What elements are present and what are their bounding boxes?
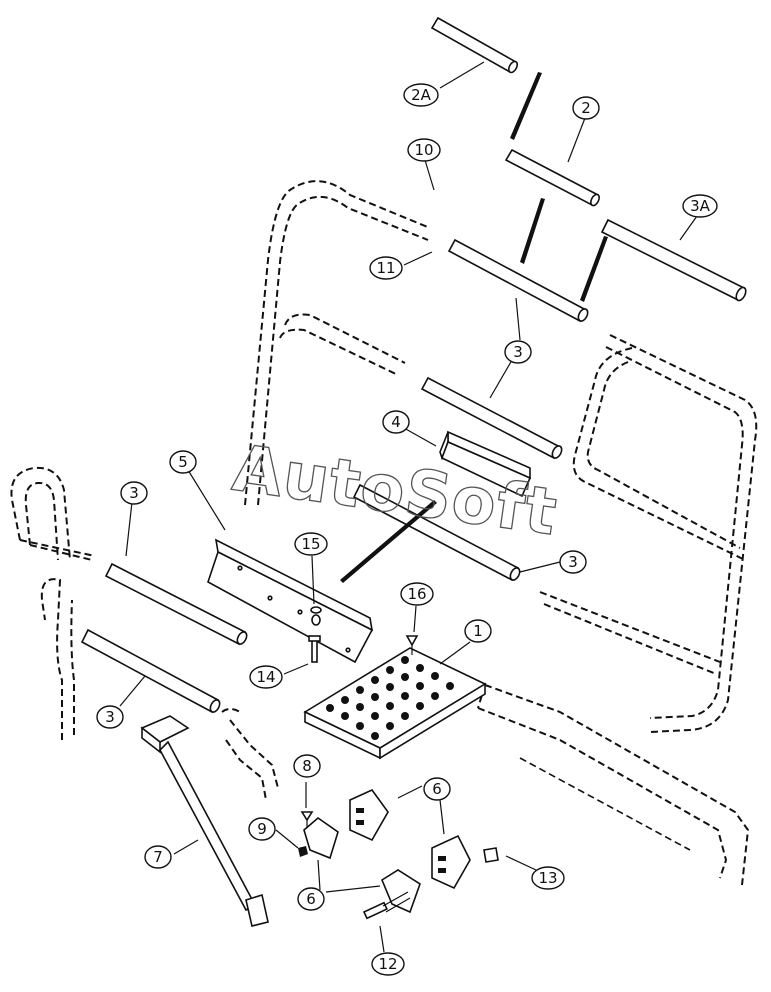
channel-5 bbox=[207, 538, 374, 664]
side-channel-outline bbox=[477, 684, 750, 886]
nut-13 bbox=[483, 847, 499, 863]
svg-text:7: 7 bbox=[153, 848, 163, 866]
callout-4: 4 bbox=[382, 410, 410, 434]
tube-3-middle bbox=[420, 376, 563, 460]
callout-10: 10 bbox=[407, 138, 441, 162]
left-handrail-outline bbox=[10, 466, 96, 740]
watermark-text: AutoSoft bbox=[228, 432, 561, 551]
tube-2 bbox=[504, 148, 600, 207]
svg-text:3A: 3A bbox=[690, 197, 711, 215]
callout-6-upper: 6 bbox=[423, 777, 451, 801]
bracket-6-c bbox=[431, 834, 471, 890]
callout-5: 5 bbox=[169, 450, 197, 474]
callout-3A: 3A bbox=[682, 194, 718, 218]
svg-text:4: 4 bbox=[391, 413, 401, 431]
tube-3A bbox=[600, 218, 747, 302]
callout-2A: 2A bbox=[403, 83, 439, 107]
tube-3-upper bbox=[447, 238, 589, 323]
leader-lines bbox=[119, 61, 698, 953]
callout-3-upper: 3 bbox=[504, 340, 532, 364]
callout-1: 1 bbox=[464, 619, 492, 643]
callout-16: 16 bbox=[400, 582, 434, 606]
callout-12: 12 bbox=[371, 952, 405, 976]
svg-text:10: 10 bbox=[414, 141, 433, 159]
callout-3-left-upper: 3 bbox=[120, 481, 148, 505]
svg-text:1: 1 bbox=[473, 622, 483, 640]
callout-11: 11 bbox=[369, 256, 403, 280]
screw-8 bbox=[300, 811, 314, 828]
callout-9: 9 bbox=[248, 817, 276, 841]
callout-2: 2 bbox=[572, 96, 600, 120]
callout-13: 13 bbox=[531, 866, 565, 890]
step-plate-1 bbox=[303, 647, 487, 760]
svg-text:12: 12 bbox=[378, 955, 397, 973]
callout-3-lower-right: 3 bbox=[559, 550, 587, 574]
svg-text:5: 5 bbox=[178, 453, 188, 471]
callout-7: 7 bbox=[144, 845, 172, 869]
roll-pins bbox=[340, 72, 608, 583]
svg-text:14: 14 bbox=[256, 668, 275, 686]
svg-text:9: 9 bbox=[257, 820, 267, 838]
center-handrail-outline bbox=[221, 180, 431, 801]
svg-text:3: 3 bbox=[129, 484, 139, 502]
bracket-4 bbox=[439, 430, 532, 498]
svg-text:15: 15 bbox=[301, 535, 320, 553]
nut-9 bbox=[298, 846, 308, 857]
tube-3-lower-right bbox=[352, 483, 521, 582]
right-handrail-outline bbox=[539, 334, 758, 733]
bracket-6-d bbox=[381, 869, 421, 914]
tube-2A bbox=[430, 16, 519, 74]
callout-6-lower: 6 bbox=[297, 887, 325, 911]
bracket-6-b bbox=[303, 816, 339, 860]
svg-text:16: 16 bbox=[407, 585, 426, 603]
tube-3-left-upper bbox=[104, 562, 248, 646]
svg-text:11: 11 bbox=[376, 259, 395, 277]
bolt-12 bbox=[362, 891, 411, 920]
svg-text:8: 8 bbox=[302, 757, 312, 775]
bracket-6-a bbox=[349, 789, 389, 842]
svg-text:2: 2 bbox=[581, 99, 591, 117]
svg-text:3: 3 bbox=[513, 343, 523, 361]
svg-text:6: 6 bbox=[432, 780, 442, 798]
svg-text:6: 6 bbox=[306, 890, 316, 908]
svg-text:13: 13 bbox=[538, 869, 557, 887]
callout-14: 14 bbox=[249, 665, 283, 689]
svg-text:3: 3 bbox=[568, 553, 578, 571]
bolt-14 bbox=[308, 635, 321, 663]
washer-15 bbox=[310, 606, 322, 626]
callout-8: 8 bbox=[293, 754, 321, 778]
callout-3-left-lower: 3 bbox=[96, 705, 124, 729]
svg-text:3: 3 bbox=[105, 708, 115, 726]
callout-15: 15 bbox=[294, 532, 328, 556]
screw-16 bbox=[405, 635, 419, 655]
tube-3-left-lower bbox=[80, 628, 221, 714]
svg-text:2A: 2A bbox=[411, 86, 432, 104]
brace-7 bbox=[140, 715, 269, 927]
